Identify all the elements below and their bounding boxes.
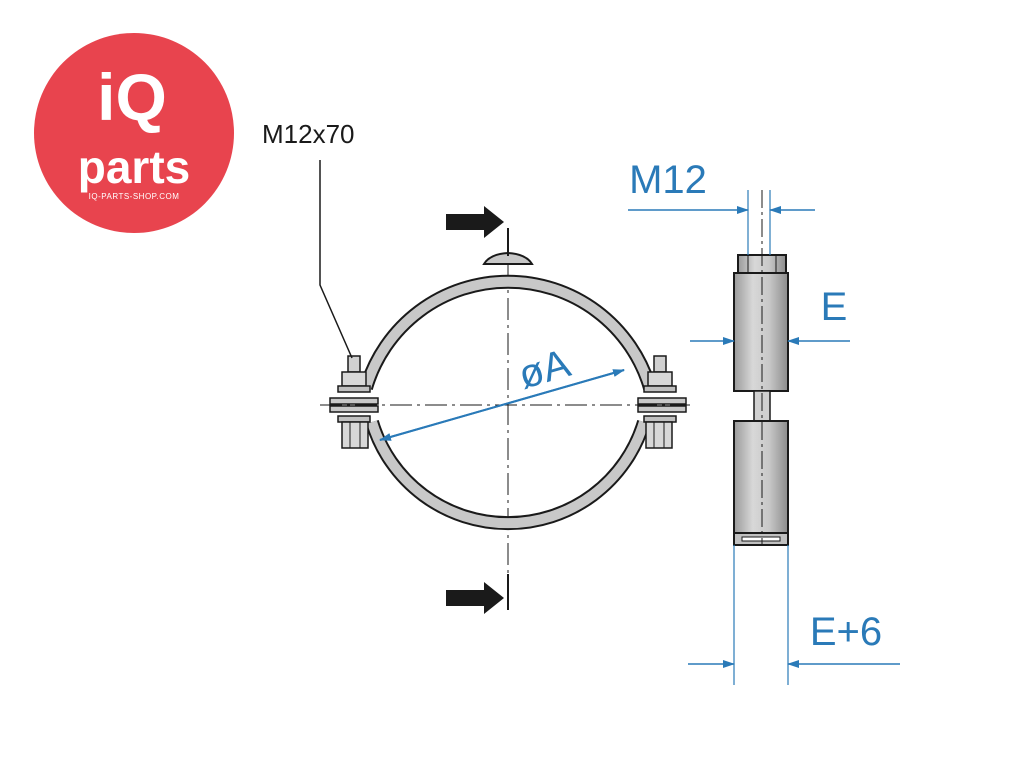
logo-url: IQ-PARTS-SHOP.COM: [89, 192, 180, 201]
section-arrow-top: [446, 206, 509, 256]
clamp-lower-band: [367, 420, 649, 529]
clamp-lower-band-outline: [365, 419, 651, 531]
side-upper-band: [733, 272, 789, 392]
width-plus-label: E+6: [810, 610, 882, 654]
width-label: E: [821, 285, 848, 329]
front-view: M12x70 øA: [262, 119, 690, 614]
logo-iq: iQ: [97, 60, 167, 134]
bolt-size-label: M12x70: [262, 119, 355, 149]
side-lower-band: [733, 420, 789, 534]
right-flange-top: [637, 397, 687, 405]
right-flange-bottom: [637, 405, 687, 413]
iq-parts-logo: iQ parts IQ-PARTS-SHOP.COM: [34, 33, 234, 233]
right-bolt: [643, 355, 677, 449]
left-flange-bottom: [329, 405, 379, 413]
left-flange-top: [329, 397, 379, 405]
bolt-leader-line: [319, 160, 353, 359]
logo-circle: [34, 33, 234, 233]
logo-parts: parts: [78, 141, 190, 193]
thread-label: M12: [629, 158, 707, 202]
clamp-upper-band: [361, 276, 655, 390]
section-arrow-bottom: [446, 574, 509, 614]
left-bolt: [337, 355, 371, 449]
diameter-label: øA: [514, 341, 576, 397]
side-view: M12 E E+6: [628, 158, 900, 685]
